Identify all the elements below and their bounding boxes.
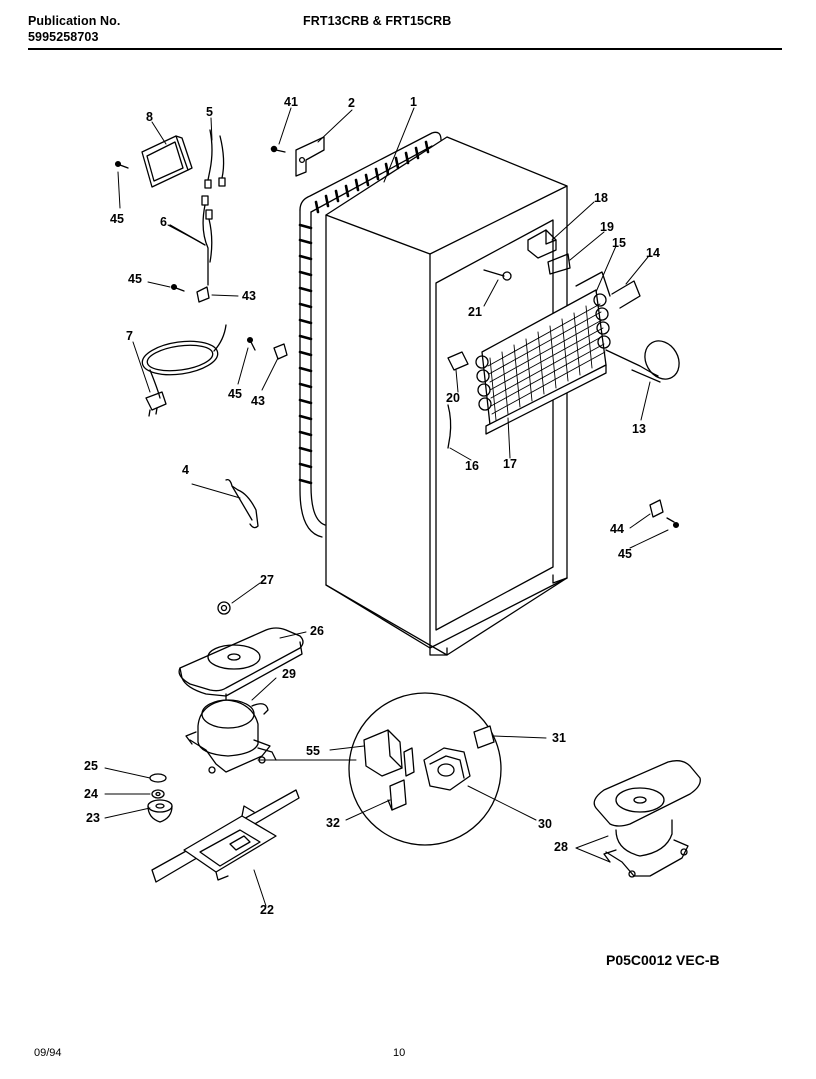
bracket-part [547, 253, 571, 275]
callout-15: 15 [612, 236, 626, 250]
evaporator [447, 271, 680, 449]
callout-43: 43 [251, 394, 265, 408]
callout-16: 16 [465, 459, 479, 473]
clip-part [196, 286, 210, 303]
drawing-code: P05C0012 VEC-B [606, 952, 720, 968]
wire-clip [483, 269, 512, 281]
callout-45: 45 [618, 547, 632, 561]
clip-part [273, 343, 288, 360]
callout-20: 20 [446, 391, 460, 405]
callout-labels: 1 2 41 5 8 45 6 45 43 7 45 43 18 19 15 1… [84, 95, 660, 917]
base-rail [151, 789, 300, 883]
cabinet [325, 136, 568, 656]
sensor-housing [527, 229, 557, 259]
callout-7: 7 [126, 329, 133, 343]
callout-18: 18 [594, 191, 608, 205]
grommet [217, 601, 231, 615]
callout-45: 45 [228, 387, 242, 401]
callout-21: 21 [468, 305, 482, 319]
bracket-hole [298, 156, 306, 164]
callout-41: 41 [284, 95, 298, 109]
callout-14: 14 [646, 246, 660, 260]
callout-31: 31 [552, 731, 566, 745]
screw-part [114, 160, 129, 169]
footer-date: 09/94 [34, 1047, 62, 1059]
page-number: 10 [393, 1047, 406, 1059]
screw-part [246, 336, 256, 351]
callout-45: 45 [128, 272, 142, 286]
screw-part [170, 283, 185, 292]
callout-19: 19 [600, 220, 614, 234]
callout-26: 26 [310, 624, 324, 638]
power-cord [141, 324, 227, 417]
callout-24: 24 [84, 787, 98, 801]
callout-6: 6 [160, 215, 167, 229]
callout-30: 30 [538, 817, 552, 831]
drain-trough-part [447, 351, 469, 371]
callout-8: 8 [146, 110, 153, 124]
callout-22: 22 [260, 903, 274, 917]
condenser-coil [298, 131, 442, 538]
drain-pan [178, 627, 304, 697]
callout-17: 17 [503, 457, 517, 471]
wire-harness [204, 129, 226, 189]
screw-part [270, 145, 286, 153]
callout-44: 44 [610, 522, 624, 536]
drier-tube [225, 478, 259, 529]
callout-1: 1 [410, 95, 417, 109]
grommet-stack [147, 773, 173, 823]
callout-5: 5 [206, 105, 213, 119]
callout-32: 32 [326, 816, 340, 830]
callout-29: 29 [282, 667, 296, 681]
callout-4: 4 [182, 463, 189, 477]
bracket-part [295, 136, 325, 177]
callout-43: 43 [242, 289, 256, 303]
light-shield [141, 135, 193, 188]
compressor [185, 693, 277, 774]
leader-lines [104, 107, 669, 907]
clip-part [649, 499, 664, 518]
header-rule [28, 48, 782, 50]
electrical-detail-callout [348, 692, 502, 846]
callout-25: 25 [84, 759, 98, 773]
callout-2: 2 [348, 96, 355, 110]
callout-45: 45 [110, 212, 124, 226]
callout-28: 28 [554, 840, 568, 854]
callout-27: 27 [260, 573, 274, 587]
callout-13: 13 [632, 422, 646, 436]
callout-55: 55 [306, 744, 320, 758]
wire-harness-6 [169, 195, 213, 286]
callout-23: 23 [86, 811, 100, 825]
screw-part [666, 517, 680, 529]
model-numbers: FRT13CRB & FRT15CRB [303, 14, 452, 28]
publication-label: Publication No. [28, 14, 121, 28]
publication-number: 5995258703 [28, 30, 99, 44]
compressor-assembly [593, 760, 701, 878]
